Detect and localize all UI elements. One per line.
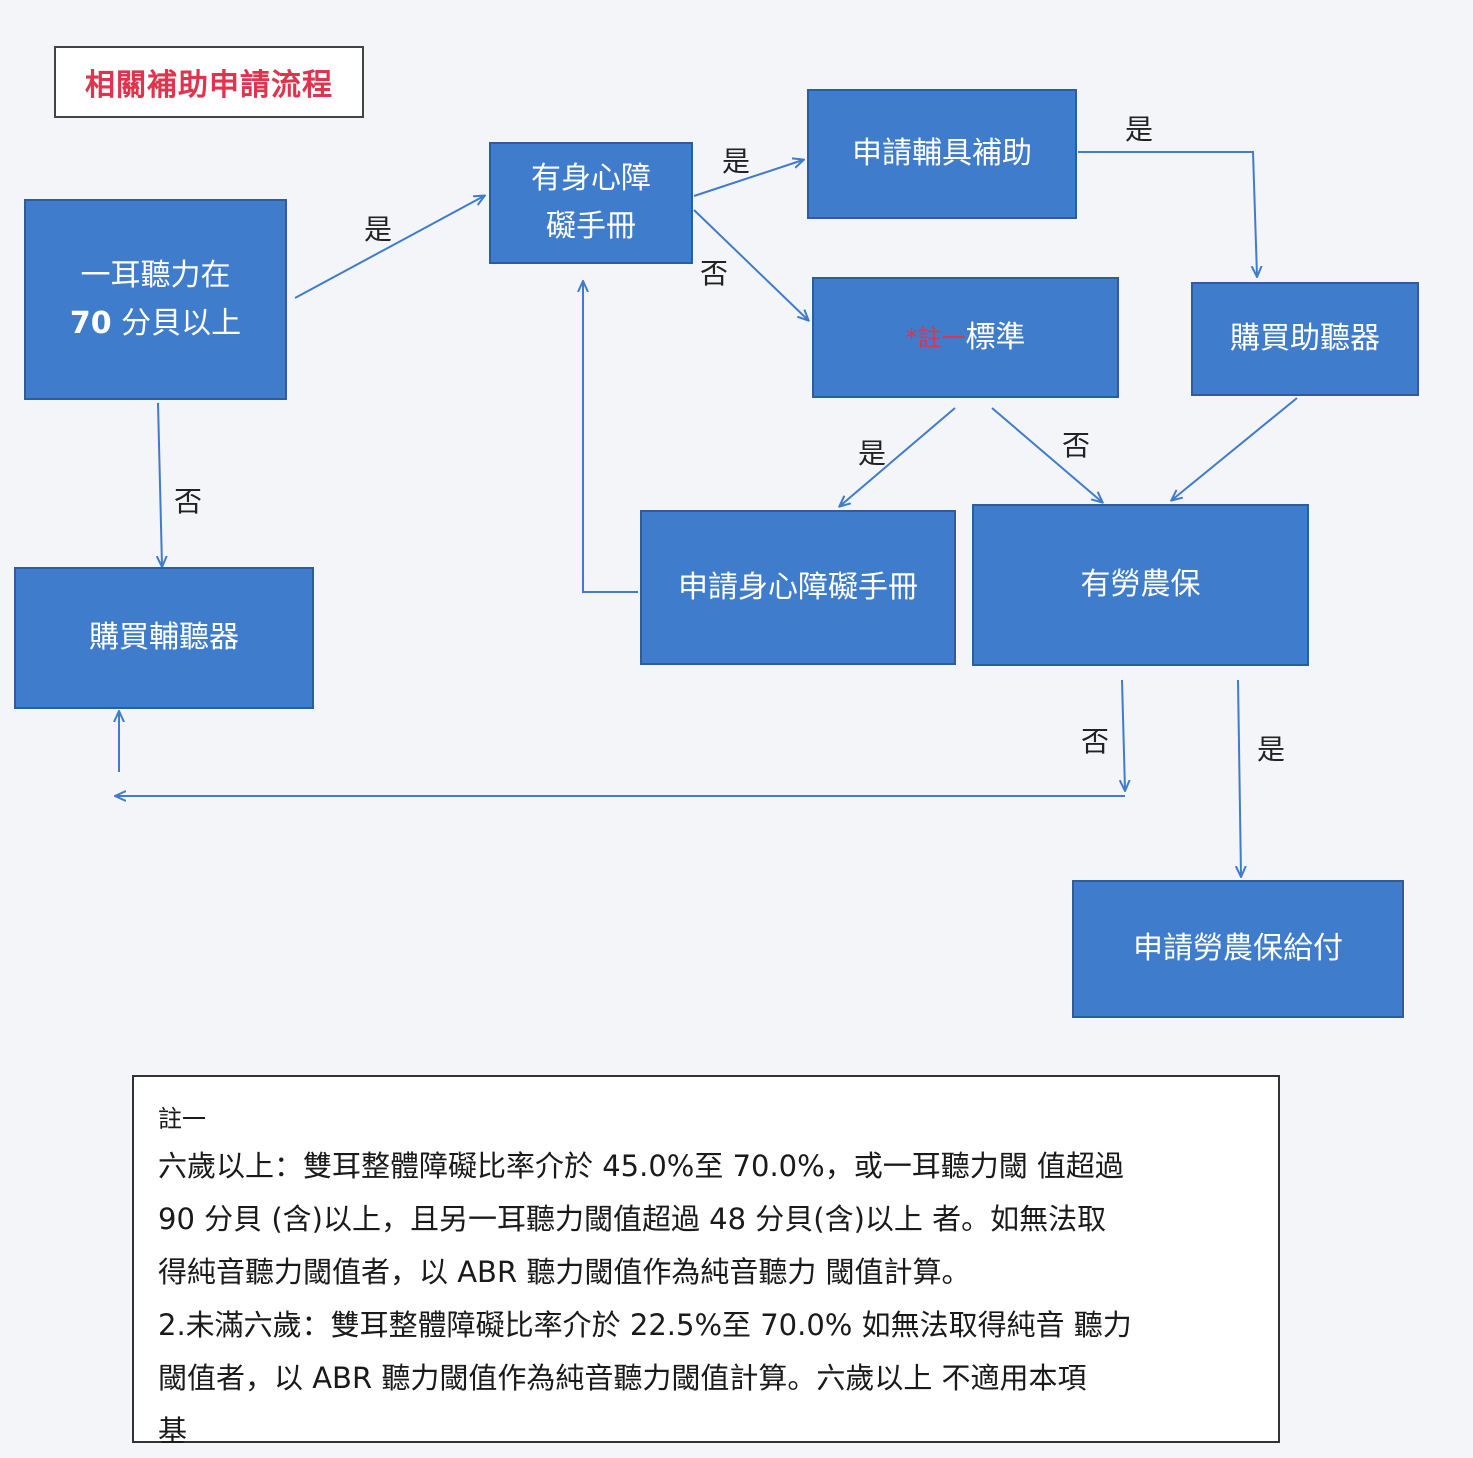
node-standard-label: 標準: [965, 319, 1026, 355]
note-line-6: 基: [158, 1414, 188, 1448]
edge-label-yes-3: 是: [1125, 113, 1154, 146]
edge-label-no-1: 否: [700, 257, 729, 290]
node-hearing-line2: 70 分貝以上: [70, 300, 241, 348]
note-line-1: 六歲以上：雙耳整體障礙比率介於 45.0%至 70.0%，或一耳聽力閾 值超過: [158, 1149, 1124, 1183]
edge-label-yes-1: 是: [364, 213, 393, 246]
edge-apply-card-to-card: [583, 282, 638, 593]
note-box: 註一 六歲以上：雙耳整體障礙比率介於 45.0%至 70.0%，或一耳聽力閾 值…: [132, 1075, 1280, 1448]
node-insurance-label: 有勞農保: [1080, 567, 1201, 602]
edge-buy-to-insurance: [1172, 397, 1298, 500]
note-heading: 註一: [158, 1105, 206, 1133]
edge-insurance-yes-down: [1238, 679, 1241, 876]
node-card-line1: 有身心障: [531, 161, 651, 196]
note-line-2: 90 分貝 (含)以上，且另一耳聽力閾值超過 48 分貝(含)以上 者。如無法取: [158, 1202, 1107, 1236]
node-hearing-unit: 分貝以上: [111, 305, 242, 341]
node-buy-aid-label: 購買助聽器: [1230, 321, 1380, 356]
note-line-5: 閾值者，以 ABR 聽力閾值作為純音聽力閾值計算。六歲以上 不適用本項: [158, 1361, 1087, 1395]
node-hearing-line1: 一耳聽力在: [80, 257, 231, 293]
edge-label-no-2: 否: [174, 485, 203, 518]
edge-aid-to-buy: [1078, 151, 1257, 276]
edge-card-to-aid: [693, 160, 803, 197]
edge-label-yes-4: 是: [858, 437, 887, 470]
node-aid-label: 申請輔具補助: [852, 136, 1032, 171]
node-card-line2: 礙手冊: [546, 209, 636, 244]
node-standard-prefix: *註一: [905, 323, 966, 352]
edge-label-yes-2: 是: [722, 145, 751, 178]
note-line-4: 2.未滿六歲：雙耳整體障礙比率介於 22.5%至 70.0% 如無法取得純音 聽…: [158, 1308, 1132, 1342]
node-apply-insurance-benefit: 申請勞農保給付: [1072, 880, 1404, 1018]
edge-label-no-3: 否: [1062, 429, 1091, 462]
node-assistive-label: 購買輔聽器: [89, 620, 239, 655]
diagram-title: 相關補助申請流程: [85, 68, 333, 103]
node-hearing-70db: 一耳聽力在 70 分貝以上: [24, 199, 287, 400]
edge-insurance-no-down: [1122, 679, 1125, 790]
node-buy-assistive-device: 購買輔聽器: [14, 567, 314, 709]
edge-hearing-to-assistive: [158, 402, 162, 566]
node-note1-standard: *註一 標準: [812, 277, 1119, 398]
node-benefit-label: 申請勞農保給付: [1133, 931, 1343, 966]
node-buy-hearing-aid: 購買助聽器: [1191, 282, 1419, 396]
note-line-3: 得純音聽力閾值者，以 ABR 聽力閾值作為純音聽力 閾值計算。: [158, 1255, 971, 1289]
edge-label-yes-5: 是: [1257, 733, 1286, 766]
title-box: 相關補助申請流程: [54, 46, 364, 118]
edge-hearing-to-card: [294, 196, 484, 299]
node-has-insurance: 有勞農保: [972, 504, 1309, 666]
node-apply-disability-card: 申請身心障礙手冊: [640, 510, 956, 665]
edge-label-no-4: 否: [1081, 725, 1110, 758]
node-hearing-number: 70: [69, 305, 112, 341]
node-apply-card-label: 申請身心障礙手冊: [678, 569, 918, 605]
node-has-disability-card: 有身心障 礙手冊: [489, 142, 693, 264]
node-apply-aid-subsidy: 申請輔具補助: [807, 89, 1077, 219]
edge-card-to-standard: [693, 209, 808, 320]
edge-standard-to-apply-card: [840, 407, 956, 506]
edge-standard-to-insurance: [991, 407, 1102, 502]
